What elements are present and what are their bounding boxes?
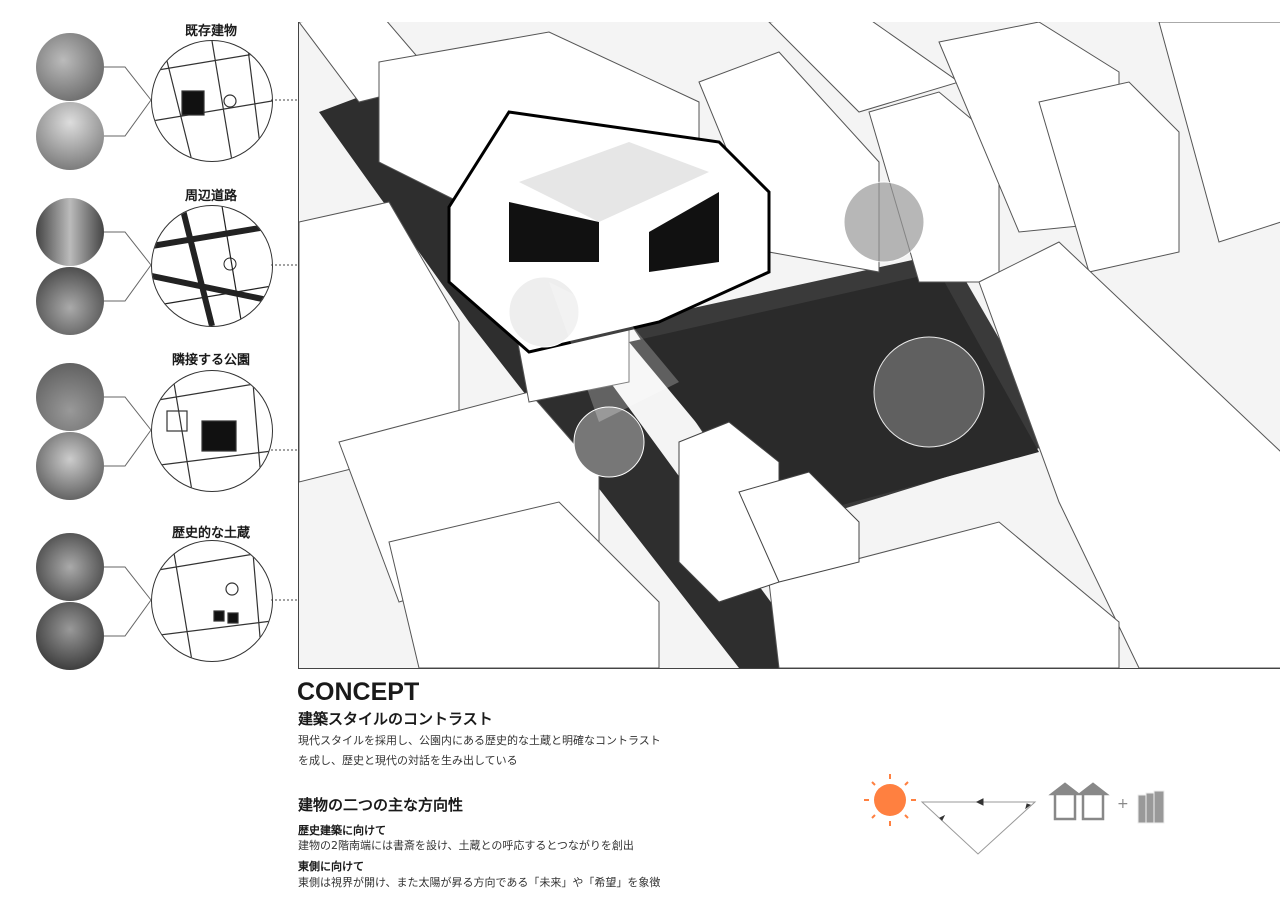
- photo-road-2: [36, 267, 104, 335]
- section2-text1: 建物の2階南端には書斎を設け、土蔵との呼応するとつながりを創出: [298, 839, 634, 852]
- map-historic-storehouse: [151, 540, 273, 662]
- concept-title: CONCEPT: [297, 678, 420, 706]
- section1-heading: 建築スタイルのコントラスト: [298, 710, 493, 728]
- label-surrounding-roads: 周辺道路: [184, 189, 237, 204]
- storehouse: [678, 421, 860, 603]
- section2-sub2: 東側に向けて: [298, 860, 364, 873]
- map-surrounding-roads: [151, 205, 273, 327]
- photo-storehouse-2: [36, 602, 104, 670]
- section1-text: 現代スタイルを採用し、公園内にある歴史的な土蔵と明確なコントラスト を成し、歴史…: [298, 731, 661, 771]
- light-beam: [549, 282, 679, 422]
- label-adjacent-park: 隣接する公園: [171, 353, 250, 368]
- label-existing-buildings: 既存建物: [184, 24, 237, 39]
- photo-existing-building-1: [36, 33, 104, 101]
- sun-icon: [864, 774, 916, 826]
- direction-triangle: [920, 798, 1037, 855]
- section1-line-1: 現代スタイルを採用し、公園内にある歴史的な土蔵と明確なコントラスト: [298, 734, 661, 747]
- section1-line-2: を成し、歴史と現代の対話を生み出している: [298, 754, 518, 767]
- photo-park-1: [36, 363, 104, 431]
- plus-sign: +: [1117, 796, 1129, 812]
- houses-icon: [1048, 782, 1110, 821]
- books-icon: [1137, 790, 1165, 824]
- direction-diagram: +: [864, 774, 1165, 855]
- label-historic-storehouse: 歴史的な土蔵: [171, 526, 250, 541]
- axonometric-drawing: [298, 22, 1280, 669]
- photo-existing-building-2: [36, 102, 104, 170]
- map-adjacent-park: [151, 370, 273, 492]
- section2-sub1: 歴史建築に向けて: [298, 824, 386, 837]
- map-existing-buildings: [151, 40, 273, 162]
- trees: [508, 181, 985, 478]
- photo-park-2: [36, 432, 104, 500]
- section2-heading: 建物の二つの主な方向性: [298, 796, 464, 814]
- photo-road-1: [36, 198, 104, 266]
- section2-text2: 東側は視界が開け、また太陽が昇る方向である「未来」や「希望」を象徴: [298, 876, 661, 889]
- photo-storehouse-1: [36, 533, 104, 601]
